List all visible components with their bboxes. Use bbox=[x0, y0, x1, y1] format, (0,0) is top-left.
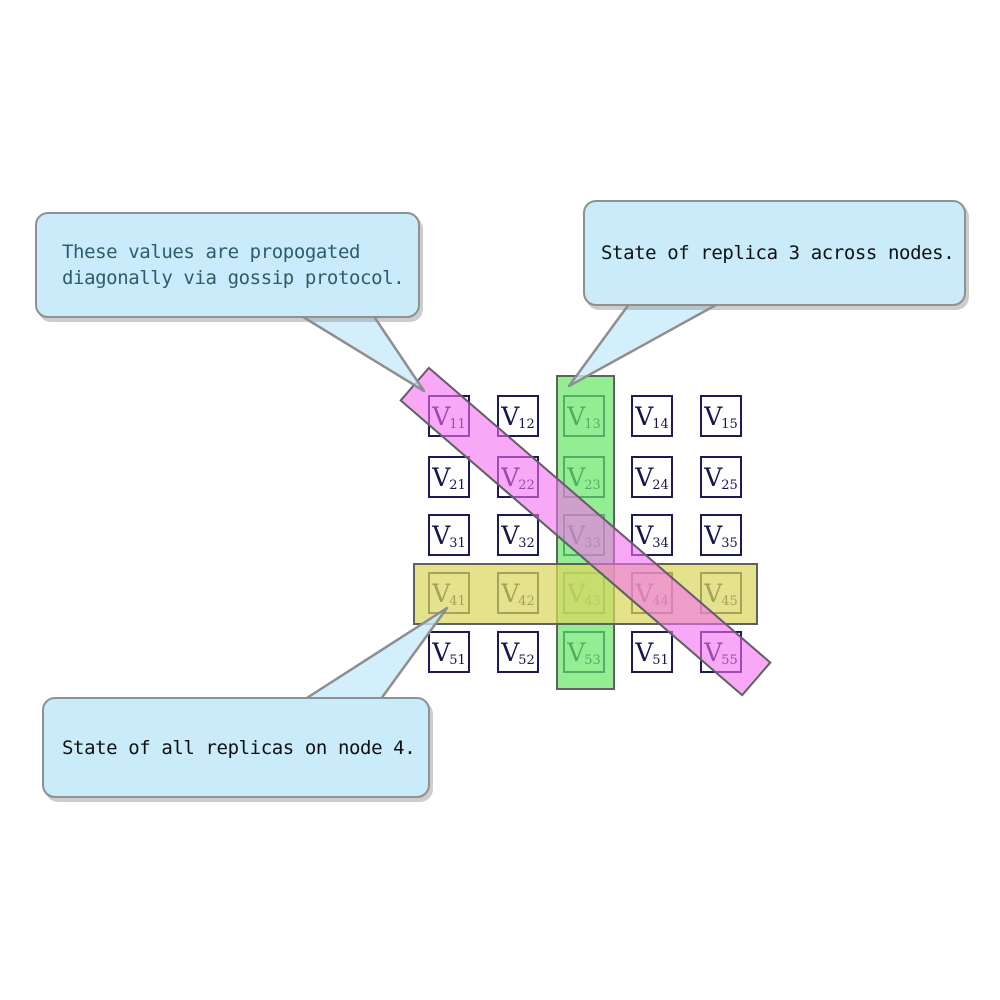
cell-letter: V bbox=[704, 462, 723, 492]
gossip-callout-pointer-icon bbox=[293, 310, 426, 393]
cell-letter: V bbox=[432, 637, 451, 667]
cell-subscript: 52 bbox=[518, 652, 535, 668]
cell-subscript: 24 bbox=[652, 477, 669, 493]
cell-subscript: 12 bbox=[518, 416, 535, 432]
cell-subscript: 32 bbox=[518, 535, 535, 551]
gossip-callout-line-2: diagonally via gossip protocol. bbox=[62, 267, 405, 289]
cell-letter: V bbox=[432, 520, 451, 550]
cell-subscript: 25 bbox=[721, 477, 738, 493]
cell-letter: V bbox=[635, 462, 654, 492]
cell-letter: V bbox=[501, 520, 520, 550]
replica3-callout-line-1: State of replica 3 across nodes. bbox=[601, 242, 955, 264]
node4-callout: State of all replicas on node 4. bbox=[42, 697, 430, 798]
cell-letter: V bbox=[501, 401, 520, 431]
cell-letter: V bbox=[704, 401, 723, 431]
node4-callout-line-1: State of all replicas on node 4. bbox=[62, 736, 416, 759]
gossip-callout: These values are propogated diagonally v… bbox=[35, 212, 420, 318]
cell-letter: V bbox=[432, 462, 451, 492]
cell-subscript: 31 bbox=[449, 535, 466, 551]
cell-letter: V bbox=[704, 520, 723, 550]
gossip-callout-line-1: These values are propogated bbox=[62, 241, 361, 263]
cell-subscript: 51 bbox=[652, 652, 669, 668]
cell-letter: V bbox=[635, 520, 654, 550]
cell-letter: V bbox=[501, 637, 520, 667]
cell-subscript: 35 bbox=[721, 535, 738, 551]
cell-subscript: 21 bbox=[449, 477, 466, 493]
cell-subscript: 15 bbox=[721, 416, 738, 432]
cell-letter: V bbox=[635, 637, 654, 667]
cell-subscript: 51 bbox=[449, 652, 466, 668]
cell-subscript: 14 bbox=[652, 416, 669, 432]
replica3-callout: State of replica 3 across nodes. bbox=[583, 200, 966, 306]
cell-subscript: 34 bbox=[652, 535, 669, 551]
replica3-callout-pointer-icon bbox=[567, 298, 727, 388]
cell-letter: V bbox=[635, 401, 654, 431]
